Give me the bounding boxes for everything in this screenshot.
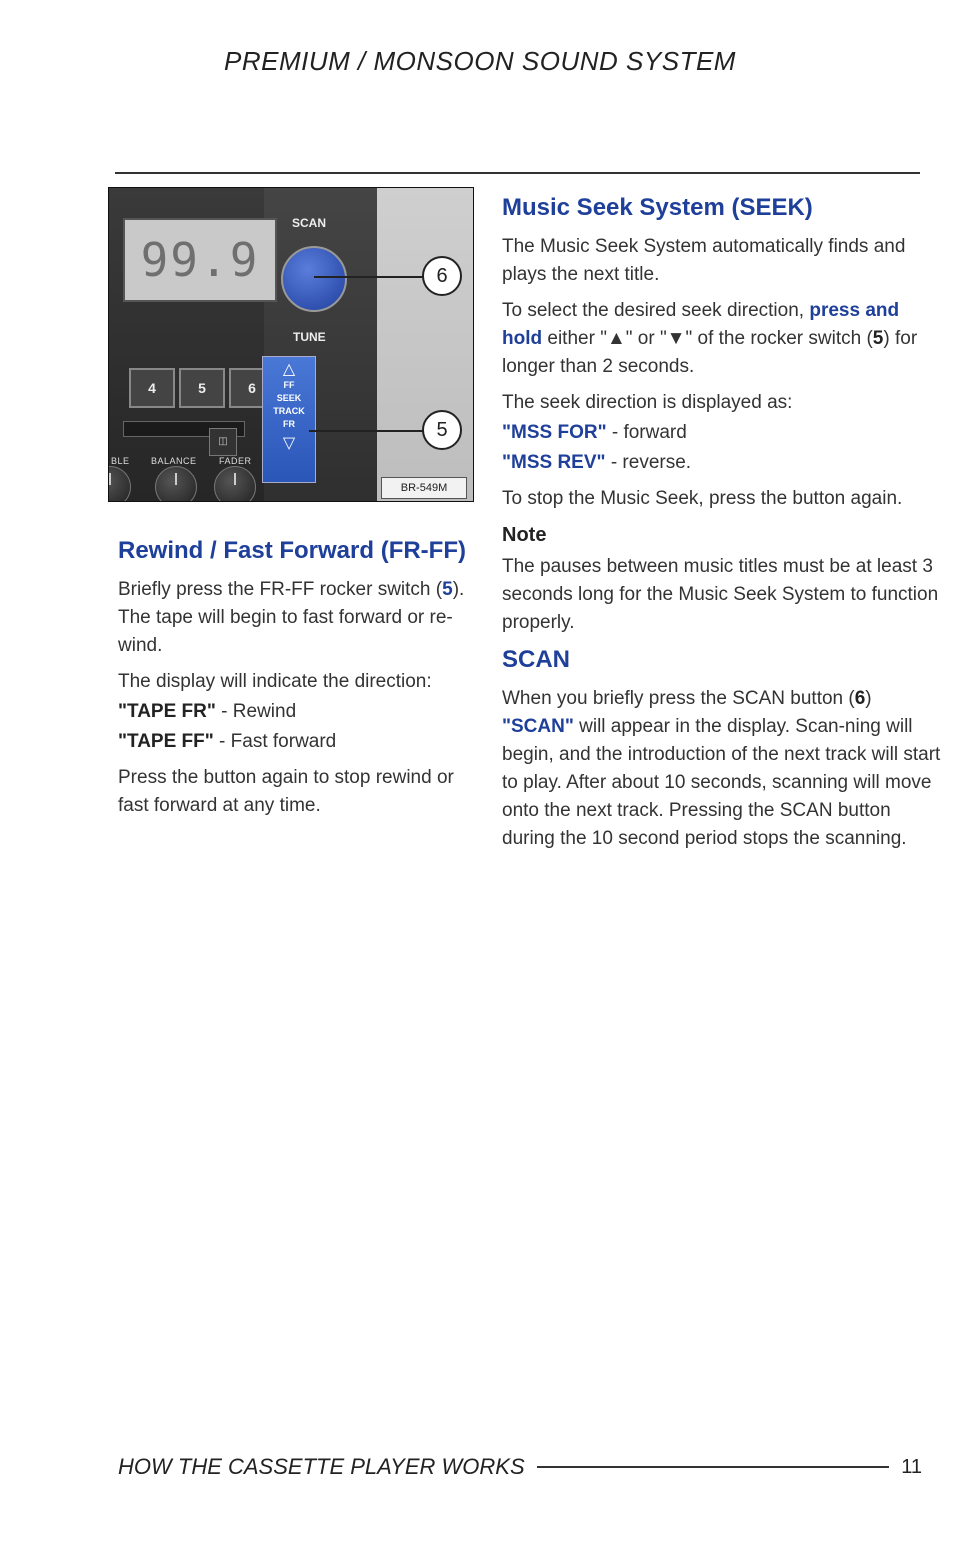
scan-display-key: "SCAN" (502, 716, 574, 737)
page-footer: HOW THE CASSETTE PLAYER WORKS 11 (118, 1452, 958, 1482)
right-column: Music Seek System (SEEK) The Music Seek … (502, 193, 942, 861)
mss-rev-value: - reverse. (605, 452, 692, 473)
callout-line-scan (314, 276, 424, 278)
page-number: 11 (901, 1455, 922, 1478)
rewind-paragraph-3: Press the button again to stop rewind or… (118, 767, 454, 816)
rewind-paragraph-2: The display will indicate the direction: (118, 671, 432, 692)
rewind-heading: Rewind / Fast Forward (FR-FF) (118, 537, 466, 564)
note-text: The pauses between music titles must be … (502, 556, 939, 633)
tune-label: TUNE (293, 330, 326, 344)
tape-ff-value: - Fast forward (213, 731, 337, 752)
mss-rev-line: "MSS REV" - reverse. (502, 449, 942, 477)
mss-rev-key: "MSS REV" (502, 452, 606, 473)
footer-title: HOW THE CASSETTE PLAYER WORKS (118, 1454, 525, 1479)
left-column: Rewind / Fast Forward (FR-FF) Briefly pr… (118, 536, 478, 828)
up-arrow-icon: △ (282, 361, 296, 378)
ref-5: 5 (872, 328, 884, 349)
text-span: will appear in the display. Scan-ning wi… (502, 716, 941, 849)
seek-paragraph-4: To stop the Music Seek, press the button… (502, 488, 903, 509)
text-span: Briefly press the FR-FF rocker switch ( (118, 579, 443, 600)
text-span: ) for longer than 2 seconds. (502, 328, 918, 377)
scan-paragraph: When you briefly press the SCAN button (… (502, 685, 942, 853)
text-span: ) (865, 688, 872, 709)
photo-code: BR-549M (381, 477, 467, 499)
mss-for-key: "MSS FOR" (502, 422, 607, 443)
balance-knob-icon (155, 466, 197, 501)
page-header-title: PREMIUM / MONSOON SOUND SYSTEM (224, 46, 736, 76)
preset-button-5: 5 (179, 368, 225, 408)
mss-for-value: - forward (606, 422, 687, 443)
rocker-switch: △ FF SEEK TRACK FR ▽ (262, 356, 316, 483)
footer-rule (536, 1466, 890, 1468)
scan-knob-icon (281, 246, 347, 312)
down-arrow-icon: ▽ (282, 435, 296, 452)
note-heading: Note (502, 524, 547, 546)
tape-fr-line: "TAPE FR" - Rewind (118, 698, 478, 726)
dolby-button-icon: ◫ (209, 428, 237, 456)
ref-5: 5 (442, 579, 453, 600)
header-rule (115, 172, 920, 174)
scan-label: SCAN (292, 216, 327, 230)
ble-label: BLE (111, 456, 130, 466)
tape-fr-value: - Rewind (215, 701, 297, 722)
balance-label: BALANCE (151, 456, 197, 466)
seek-paragraph-3: The seek direction is displayed as: (502, 392, 793, 413)
callout-scan: 6 (422, 256, 462, 296)
mss-for-line: "MSS FOR" - forward (502, 419, 942, 447)
rewind-paragraph-1: Briefly press the FR-FF rocker switch (5… (118, 576, 478, 660)
scan-heading: SCAN (502, 646, 571, 673)
rocker-label-ff: FF (283, 380, 295, 390)
press-hold-emphasis: press and hold (502, 300, 900, 349)
preset-button-4: 4 (129, 368, 175, 408)
fader-label: FADER (219, 456, 252, 466)
tape-ff-key: "TAPE FF" (118, 731, 214, 752)
fader-knob-icon (214, 466, 256, 501)
text-span: When you briefly press the SCAN button ( (502, 688, 855, 709)
callout-rocker: 5 (422, 410, 462, 450)
seek-heading: Music Seek System (SEEK) (502, 194, 813, 221)
radio-display: 99.9 (123, 218, 277, 302)
text-span: either "▲" or "▼" of the rocker switch ( (542, 328, 873, 349)
seek-paragraph-1: The Music Seek System automatically find… (502, 236, 906, 285)
text-span: ). The tape will begin to fast forward o… (118, 579, 465, 656)
seek-paragraph-2: To select the desired seek direction, pr… (502, 297, 942, 381)
photo-right-strip (377, 188, 473, 501)
text-span: To select the desired seek direction, (502, 300, 810, 321)
tape-ff-line: "TAPE FF" - Fast forward (118, 728, 478, 756)
rocker-label-fr: FR (283, 419, 295, 429)
callout-line-rocker (309, 430, 424, 432)
rocker-label-track: TRACK (273, 406, 305, 416)
radio-photo: 99.9 4 5 6 ◫ BLE BALANCE FADER SCAN TUNE… (108, 187, 474, 502)
rocker-label-seek: SEEK (276, 393, 302, 403)
tape-fr-key: "TAPE FR" (118, 701, 216, 722)
ref-6: 6 (854, 688, 866, 709)
